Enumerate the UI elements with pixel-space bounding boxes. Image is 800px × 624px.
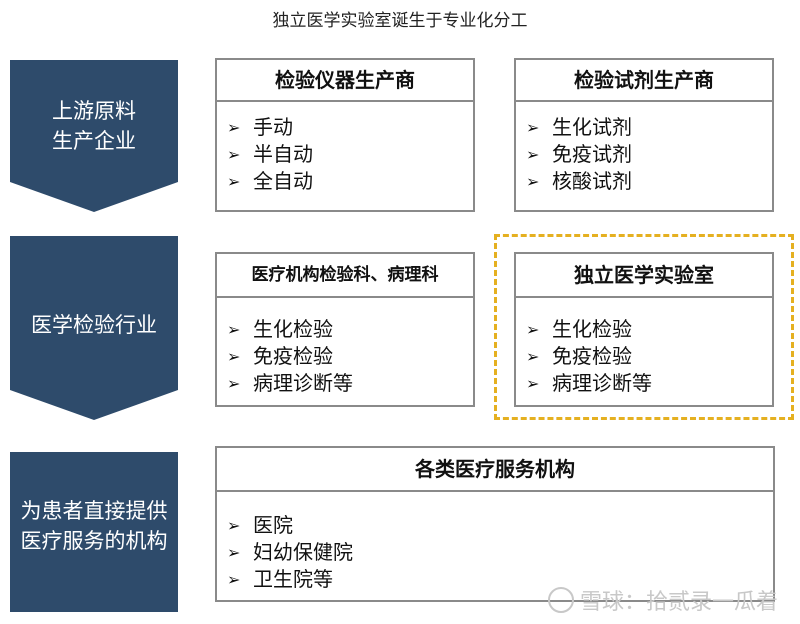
list-item: ➢免疫检验 [526,344,632,368]
bullet-arrow-icon: ➢ [227,172,241,191]
list-item: ➢病理诊断等 [526,371,652,395]
box-title: 医疗机构检验科、病理科 [217,254,473,298]
stage-label-line: 生产企业 [52,129,136,153]
box-item-list: ➢生化检验 ➢免疫检验 ➢病理诊断等 [217,298,473,397]
bullet-arrow-icon: ➢ [227,320,241,339]
watermark-text: 雪球：拾贰录一瓜着 [579,590,778,615]
box-title: 检验试剂生产商 [516,60,772,102]
stage-label-line: 上游原料 [52,99,136,123]
snowball-logo-icon [547,587,574,613]
bullet-arrow-icon: ➢ [227,516,241,535]
list-item: ➢免疫检验 [227,344,333,368]
watermark: 雪球：拾贰录一瓜着 [547,584,778,616]
bullet-arrow-icon: ➢ [526,347,540,366]
bullet-arrow-icon: ➢ [526,320,540,339]
stage-label-line: 医疗服务的机构 [20,529,168,553]
bullet-arrow-icon: ➢ [227,570,241,589]
list-item: ➢全自动 [227,169,313,193]
bullet-arrow-icon: ➢ [526,118,540,137]
box-hospital-labs: 医疗机构检验科、病理科 ➢生化检验 ➢免疫检验 ➢病理诊断等 [215,252,475,407]
box-title: 各类医疗服务机构 [217,448,773,492]
bullet-arrow-icon: ➢ [526,172,540,191]
box-independent-labs: 独立医学实验室 ➢生化检验 ➢免疫检验 ➢病理诊断等 [514,252,774,407]
box-item-list: ➢生化试剂 ➢免疫试剂 ➢核酸试剂 [516,102,772,195]
stage-label-line: 为患者直接提供 [20,499,168,523]
stage-arrow-testing [10,236,178,420]
stage-arrow-service [10,452,178,612]
list-item: ➢生化检验 [227,317,333,341]
box-instrument-makers: 检验仪器生产商 ➢手动 ➢半自动 ➢全自动 [215,58,475,212]
stage-label-line: 医学检验行业 [31,313,157,337]
box-title: 检验仪器生产商 [217,60,473,102]
box-reagent-makers: 检验试剂生产商 ➢生化试剂 ➢免疫试剂 ➢核酸试剂 [514,58,774,212]
stage-label-upstream: 上游原料 生产企业 [10,96,178,156]
bullet-arrow-icon: ➢ [227,118,241,137]
list-item: ➢生化试剂 [526,115,632,139]
stage-label-testing: 医学检验行业 [10,310,178,340]
list-item: ➢免疫试剂 [526,142,632,166]
list-item: ➢病理诊断等 [227,371,353,395]
bullet-arrow-icon: ➢ [227,374,241,393]
list-item: ➢半自动 [227,142,313,166]
list-item: ➢妇幼保健院 [227,540,353,564]
list-item: ➢卫生院等 [227,567,333,591]
stage-label-service: 为患者直接提供 医疗服务的机构 [10,496,178,556]
independent-lab-highlight [494,234,794,420]
bullet-arrow-icon: ➢ [227,347,241,366]
stage-arrow-upstream [10,60,178,212]
bullet-arrow-icon: ➢ [526,374,540,393]
box-item-list: ➢医院 ➢妇幼保健院 ➢卫生院等 [217,492,773,593]
list-item: ➢手动 [227,115,293,139]
bullet-arrow-icon: ➢ [227,543,241,562]
bullet-arrow-icon: ➢ [526,145,540,164]
box-title: 独立医学实验室 [516,254,772,298]
bullet-arrow-icon: ➢ [227,145,241,164]
box-medical-institutions: 各类医疗服务机构 ➢医院 ➢妇幼保健院 ➢卫生院等 [215,446,775,602]
list-item: ➢核酸试剂 [526,169,632,193]
box-item-list: ➢生化检验 ➢免疫检验 ➢病理诊断等 [516,298,772,397]
box-item-list: ➢手动 ➢半自动 ➢全自动 [217,102,473,195]
list-item: ➢医院 [227,513,293,537]
page-title: 独立医学实验室诞生于专业化分工 [272,11,528,31]
list-item: ➢生化检验 [526,317,632,341]
